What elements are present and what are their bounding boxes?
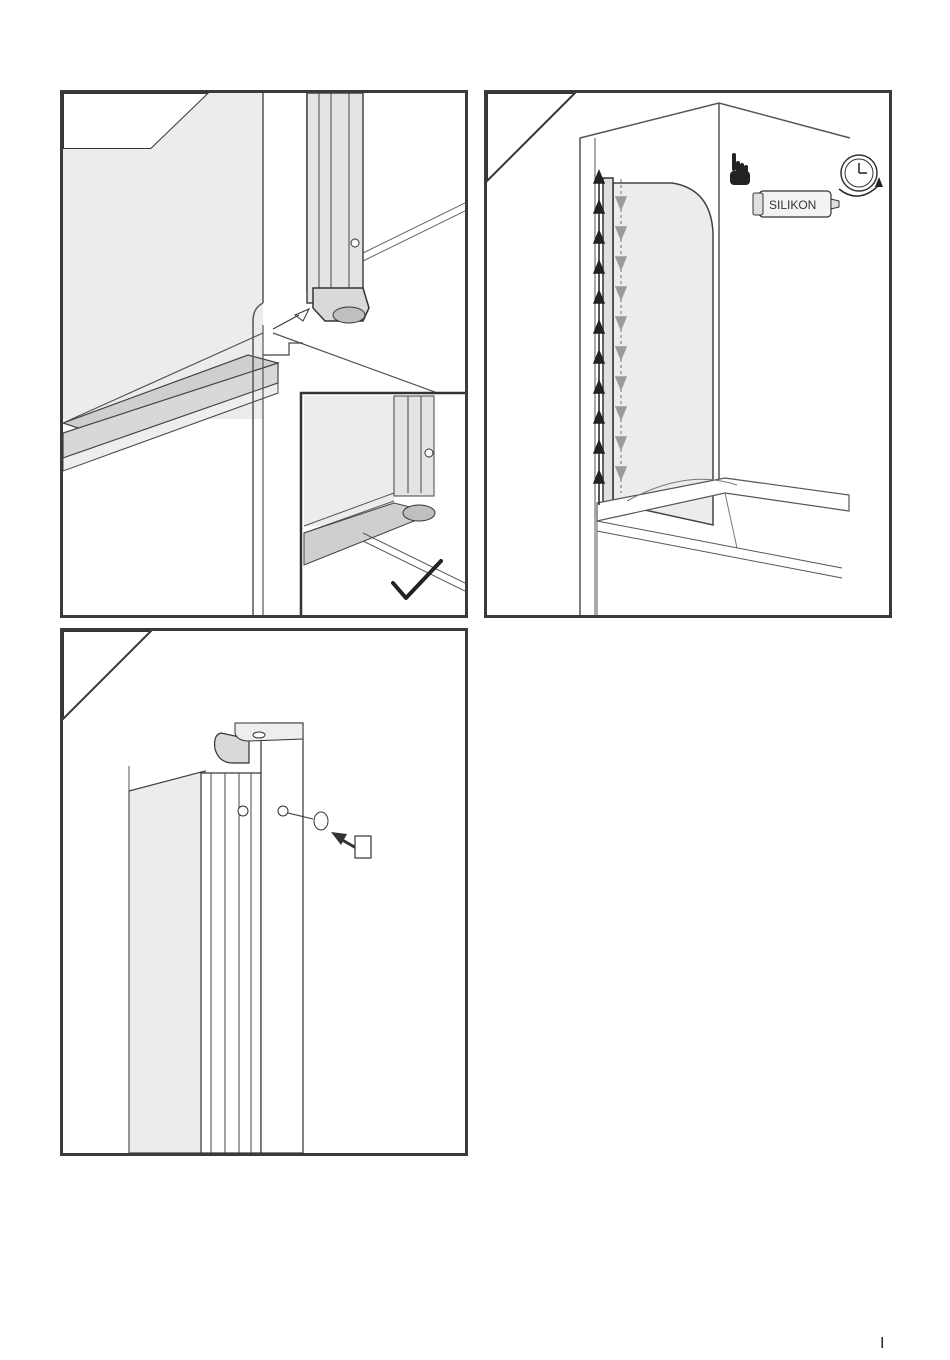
silikon-label: SILIKON — [769, 198, 816, 212]
clock-icon — [839, 155, 883, 196]
instruction-panel-2: SILIKON — [484, 90, 892, 618]
step-tab — [63, 631, 151, 719]
silicone-tube-icon: SILIKON — [753, 191, 839, 217]
screw-icon — [278, 806, 288, 816]
hand-pointer-icon — [730, 153, 750, 185]
guide-arrow-icon — [263, 343, 303, 355]
glass-screen — [613, 183, 713, 525]
instruction-panel-3 — [60, 628, 468, 1156]
installation-illustration-3 — [63, 631, 465, 1153]
wall-profile — [603, 178, 613, 503]
installation-illustration-1 — [63, 93, 465, 615]
inset-detail — [301, 393, 465, 615]
glass-screen — [129, 771, 205, 1153]
screw-icon — [425, 449, 433, 457]
door-profile — [201, 773, 261, 1153]
wall-profile — [261, 723, 303, 1153]
screw-cap-icon — [314, 812, 328, 830]
installation-illustration-2: SILIKON — [487, 93, 889, 615]
instruction-panel-1 — [60, 90, 468, 618]
step-tab — [487, 93, 575, 181]
part-box — [355, 836, 371, 858]
page-number: I — [880, 1336, 884, 1352]
screw-icon — [238, 806, 248, 816]
wall-profile — [307, 93, 363, 303]
screw-icon — [351, 239, 359, 247]
